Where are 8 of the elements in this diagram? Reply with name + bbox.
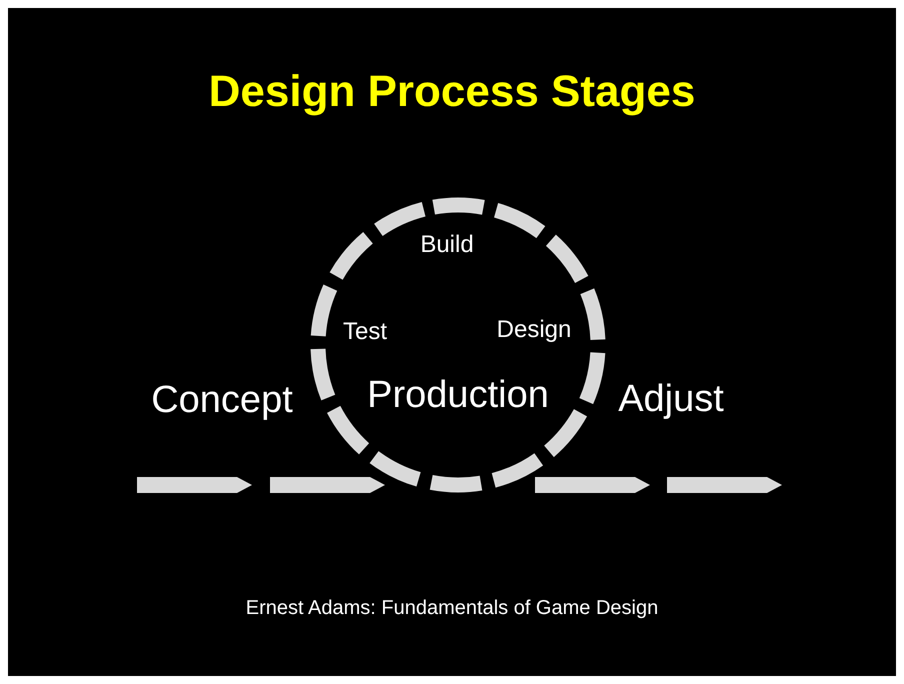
stage-label: Adjust <box>618 380 724 418</box>
caption: Ernest Adams: Fundamentals of Game Design <box>244 598 660 618</box>
stage-label: Test <box>343 320 387 344</box>
stage-label: Design <box>496 318 572 342</box>
title: Design Process Stages <box>208 70 696 114</box>
stage-label: Production <box>367 376 549 414</box>
stage-label: Concept <box>151 381 293 419</box>
stage-label: Build <box>420 233 474 257</box>
